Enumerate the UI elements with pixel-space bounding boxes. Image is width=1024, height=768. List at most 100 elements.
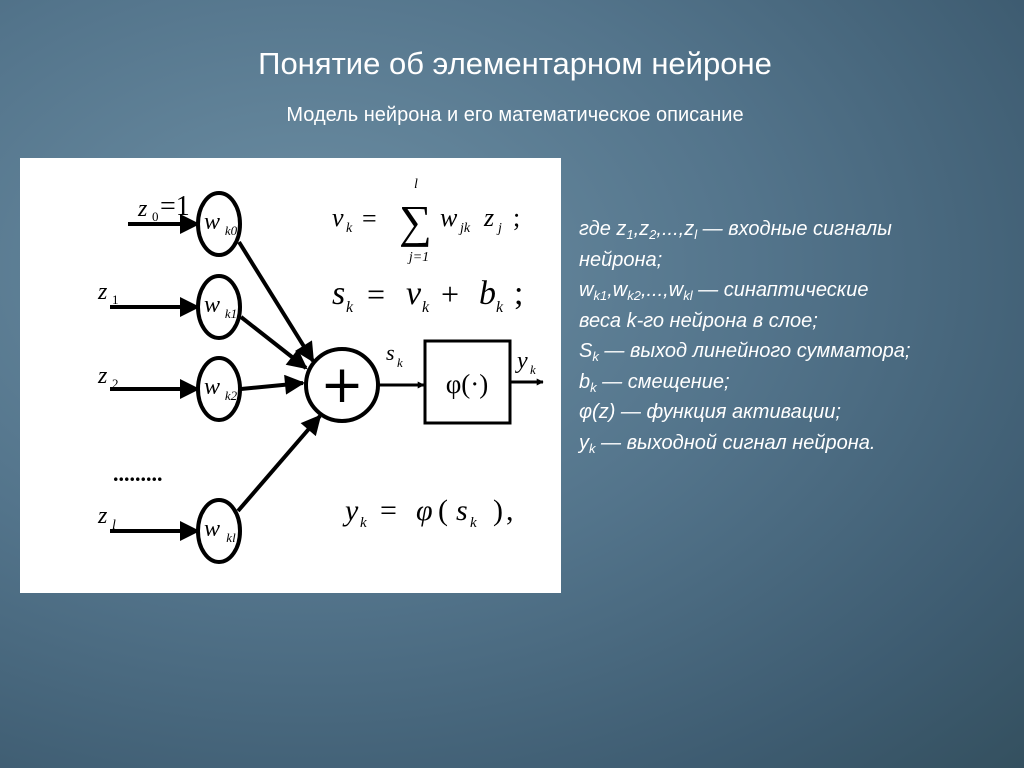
legend-text: — выходной сигнал нейрона. bbox=[595, 431, 876, 454]
neuron-diagram-svg: w k0 w k1 w k2 w kl z 0 =1 z 1 z bbox=[97, 177, 544, 564]
legend-text: веса k-го нейрона в слое; bbox=[579, 309, 818, 332]
legend-text: z bbox=[639, 218, 650, 240]
legend-text: — синаптические bbox=[692, 279, 869, 301]
formula-v-sum: ∑ bbox=[399, 196, 432, 247]
neuron-model-diagram: w k0 w k1 w k2 w kl z 0 =1 z 1 z bbox=[20, 158, 561, 593]
legend-subscript: k bbox=[592, 349, 599, 364]
formula-y-open: ( bbox=[438, 494, 448, 527]
slide-title: Понятие об элементарном нейроне bbox=[258, 46, 772, 81]
weight-node-2-sub: k2 bbox=[225, 388, 238, 403]
weight-node-l-sub: kl bbox=[226, 530, 236, 545]
weight-node-l: w kl bbox=[196, 498, 242, 564]
formula-v-upper: l bbox=[414, 177, 418, 192]
legend-text: w bbox=[579, 279, 594, 301]
legend-line-7: yk — выходной сигнал нейрона. bbox=[579, 428, 1019, 459]
input-label-l-z: z bbox=[97, 503, 108, 529]
legend-line-2: wk1,wk2,...,wkl — синаптические bbox=[579, 275, 1019, 306]
formula-v-lower: j=1 bbox=[407, 250, 429, 265]
summator-node: + bbox=[304, 347, 380, 423]
legend-text: где bbox=[579, 218, 617, 240]
output-sub: k bbox=[530, 362, 536, 377]
weight-node-1: w k1 bbox=[196, 274, 242, 340]
legend-text: w bbox=[668, 279, 684, 301]
legend-subscript: k1 bbox=[593, 288, 608, 303]
formula-s-b-sub: k bbox=[496, 299, 504, 316]
legend-line-3: веса k-го нейрона в слое; bbox=[579, 306, 1019, 337]
formula-s-end: ; bbox=[514, 275, 523, 312]
input-label-2-z: z bbox=[97, 363, 108, 389]
summator-output-sub: k bbox=[397, 355, 403, 370]
input-label-2-sub: 2 bbox=[112, 376, 119, 391]
formula-y-close: ) bbox=[493, 494, 503, 527]
formula-s-plus: + bbox=[441, 276, 459, 312]
legend-text: y bbox=[579, 431, 589, 454]
input-label-1-z: z bbox=[97, 279, 108, 305]
input-label-2: z 2 bbox=[97, 363, 119, 391]
input-label-0-sub: 0 bbox=[152, 209, 159, 224]
input-label-0: z 0 =1 bbox=[137, 191, 190, 224]
legend-text: , bbox=[633, 218, 640, 240]
legend-text: — смещение; bbox=[596, 370, 730, 393]
legend-line-6: φ(z) — функция активации; bbox=[579, 397, 1019, 428]
legend-subscript: kl bbox=[683, 288, 693, 303]
legend-text: w bbox=[612, 279, 628, 301]
formula-y-eq: = bbox=[380, 494, 397, 527]
formula-s: s k = v k + b k ; bbox=[332, 275, 523, 316]
input-label-1: z 1 bbox=[97, 279, 119, 307]
legend-text: , bbox=[607, 279, 613, 301]
output-label: y k bbox=[515, 348, 536, 377]
legend-text: — входные сигналы bbox=[697, 218, 892, 240]
formula-v-z: z bbox=[483, 203, 494, 232]
legend-subscript: k bbox=[589, 440, 596, 456]
formula-s-b: b bbox=[479, 275, 496, 312]
legend-subscript: l bbox=[694, 227, 698, 242]
connection-l bbox=[236, 414, 322, 513]
legend-subscript: 1 bbox=[626, 227, 634, 242]
formula-v-end: ; bbox=[513, 203, 520, 232]
weight-node-0-label: w bbox=[204, 209, 220, 235]
legend-subscript: k bbox=[590, 379, 597, 395]
formula-y-lhs: y bbox=[342, 494, 359, 527]
legend-text: φ(z) — функция активации; bbox=[579, 401, 841, 423]
formula-v-lhs-sub: k bbox=[346, 221, 353, 236]
input-label-l: z l bbox=[97, 503, 116, 533]
input-label-0-value: =1 bbox=[160, 191, 190, 222]
legend-line-1: нейрона; bbox=[579, 245, 1019, 276]
weight-node-l-label: w bbox=[204, 516, 220, 542]
legend-text: z bbox=[684, 218, 695, 240]
formula-s-v-sub: k bbox=[422, 299, 430, 316]
connection-1 bbox=[239, 315, 308, 370]
formula-s-lhs-sub: k bbox=[346, 299, 354, 316]
notation-legend: где z1,z2,...,zl — входные сигналы нейрон… bbox=[579, 214, 1019, 458]
activation-label: φ(·) bbox=[446, 369, 489, 399]
formula-y-lhs-sub: k bbox=[360, 515, 367, 531]
slide-subtitle: Модель нейрона и его математическое опис… bbox=[286, 104, 744, 126]
formula-v-eq: = bbox=[362, 204, 377, 233]
weight-node-2: w k2 bbox=[196, 356, 242, 422]
legend-text: нейрона; bbox=[579, 248, 663, 271]
weight-node-1-sub: k1 bbox=[225, 306, 237, 321]
formula-y-phi: φ bbox=[416, 494, 433, 527]
formula-v-w: w bbox=[440, 203, 458, 232]
input-label-0-z: z bbox=[137, 196, 148, 222]
formula-y-s: s bbox=[456, 494, 468, 527]
inputs-ellipsis: ......... bbox=[113, 461, 163, 486]
formula-v-w-sub: jk bbox=[458, 221, 471, 236]
input-label-l-sub: l bbox=[112, 518, 116, 533]
activation-box: φ(·) bbox=[423, 339, 512, 425]
summator-symbol: + bbox=[320, 355, 364, 415]
formula-s-eq: = bbox=[367, 276, 385, 312]
output-main: y bbox=[515, 348, 528, 374]
summator-output-main: s bbox=[386, 340, 395, 365]
legend-text: ,..., bbox=[640, 279, 669, 301]
legend-text: z bbox=[616, 218, 627, 240]
weight-node-0-sub: k0 bbox=[225, 223, 238, 238]
legend-text: S bbox=[579, 340, 593, 362]
weight-node-0: w k0 bbox=[196, 191, 242, 257]
summator-output-label: s k bbox=[386, 340, 403, 370]
legend-line-0: где z1,z2,...,zl — входные сигналы bbox=[579, 214, 1019, 245]
formula-v-z-sub: j bbox=[496, 221, 502, 236]
connection-0 bbox=[237, 240, 315, 363]
formula-y-s-sub: k bbox=[470, 515, 477, 531]
formula-y-end: , bbox=[506, 494, 514, 527]
